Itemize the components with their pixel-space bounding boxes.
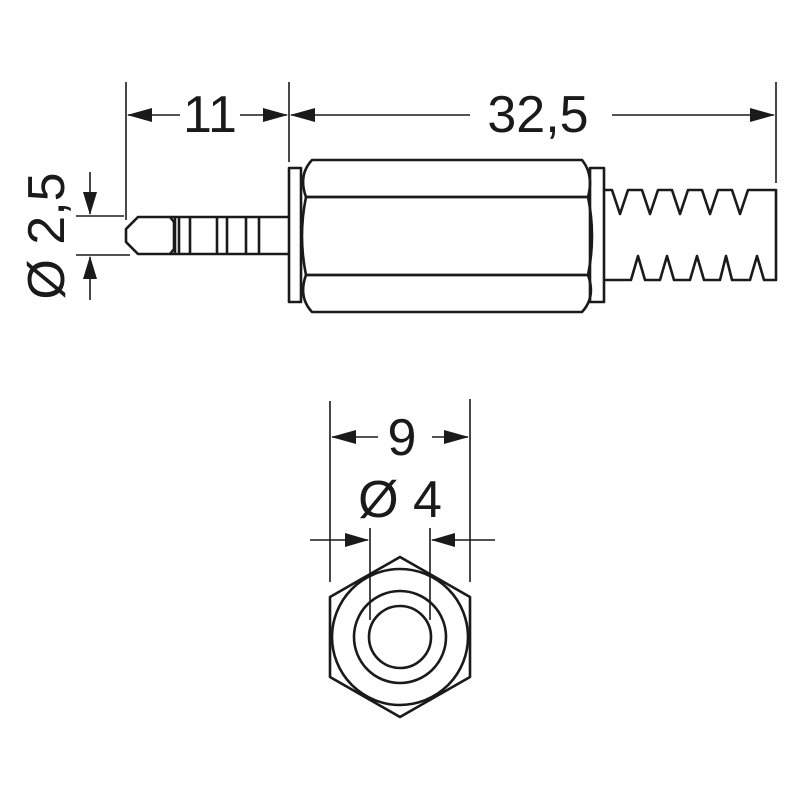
dimension-hex-width: 9	[331, 409, 469, 467]
dimension-label-plug-length: 11	[183, 86, 237, 144]
washer-left	[287, 166, 303, 304]
dimension-body-length: 32,5	[290, 86, 775, 144]
socket-bore	[367, 604, 433, 670]
end-view: 9 Ø 4	[310, 399, 495, 719]
dimension-label-body-length: 32,5	[487, 86, 588, 144]
socket-outer-ring	[352, 589, 448, 685]
washer-right	[588, 166, 606, 304]
dimension-label-hex-width: 9	[388, 409, 417, 467]
dimension-plug-length: 11	[127, 86, 288, 144]
dimension-label-plug-diameter: Ø 2,5	[18, 172, 76, 299]
dimension-bore-diameter: Ø 4	[310, 471, 495, 620]
side-view: 11 32,5 Ø 2,5	[18, 82, 778, 314]
dimension-label-bore-diameter: Ø 4	[358, 471, 442, 529]
jack-plug	[124, 215, 289, 256]
washer-circle	[330, 567, 470, 707]
knurled-sleeve	[604, 188, 778, 282]
hex-nut-end	[328, 555, 472, 719]
dimension-plug-diameter: Ø 2,5	[18, 172, 130, 300]
hex-body	[300, 158, 594, 314]
